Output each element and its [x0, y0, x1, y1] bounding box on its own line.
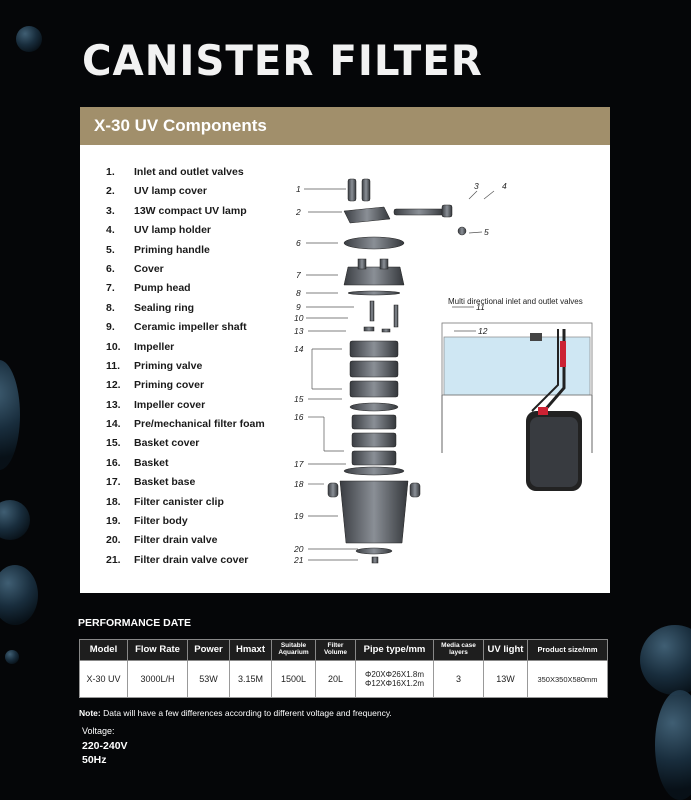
- pipe-spec: Φ12XΦ16X1.2m: [364, 679, 425, 688]
- list-item: 14.Pre/mechanical filter foam: [106, 418, 265, 431]
- callout-label: 9: [296, 302, 301, 312]
- table-cell: 1500L: [271, 660, 316, 698]
- callout-label: 19: [294, 511, 304, 521]
- column-header: Model: [79, 639, 128, 661]
- callout-label: 15: [294, 394, 304, 404]
- table-cell: 53W: [187, 660, 230, 698]
- callout-label: 7: [296, 270, 301, 280]
- performance-title: PERFORMANCE DATE: [78, 617, 191, 629]
- bubble-decoration: [16, 26, 42, 52]
- column-header: Media case layers: [433, 639, 484, 661]
- bubble-decoration: [0, 360, 20, 470]
- list-item: 10.Impeller: [106, 340, 175, 353]
- page-title: CANISTER FILTER: [82, 36, 483, 85]
- performance-table: Model Flow Rate Power Hmaxt Suitable Aqu…: [79, 639, 608, 698]
- frequency-value: 50Hz: [82, 754, 107, 766]
- list-item: 20.Filter drain valve: [106, 534, 218, 547]
- table-cell: 3000L/H: [127, 660, 188, 698]
- table-cell: 13W: [483, 660, 528, 698]
- list-item: 1.Inlet and outlet valves: [106, 166, 244, 178]
- note-label: Note:: [79, 708, 101, 718]
- bubble-decoration: [655, 690, 691, 800]
- list-item: 11.Priming valve: [106, 359, 203, 372]
- callout-label: 20: [294, 544, 304, 554]
- callout-label: 16: [294, 412, 304, 422]
- exploded-view-diagram: 1 2 3 4 5 6 7 8 9 10 11 12 13 14 15 16 1…: [294, 178, 507, 565]
- callout-label: 13: [294, 326, 304, 336]
- bubble-decoration: [5, 650, 19, 664]
- list-item: 19.Filter body: [106, 515, 188, 528]
- list-item: 8.Sealing ring: [106, 301, 195, 314]
- list-item: 2.UV lamp cover: [106, 185, 207, 198]
- callout-label: 3: [474, 181, 479, 191]
- column-header: Filter Volume: [315, 639, 356, 661]
- note: Note: Data will have a few differences a…: [79, 708, 392, 718]
- list-item: 18.Filter canister clip: [106, 495, 224, 508]
- bubble-decoration: [0, 500, 30, 540]
- table-row: X-30 UV 3000L/H 53W 3.15M 1500L 20L Φ20X…: [79, 660, 608, 698]
- column-header: UV light: [483, 639, 528, 661]
- callout-label: 6: [296, 238, 301, 248]
- pipe-spec: Φ20XΦ26X1.8m: [364, 670, 425, 679]
- column-header: Flow Rate: [127, 639, 188, 661]
- note-text: Data will have a few differences accordi…: [100, 708, 392, 718]
- callout-label: 2: [295, 207, 301, 217]
- callout-label: 4: [502, 181, 507, 191]
- callout-label: 12: [478, 326, 488, 336]
- table-cell: 3.15M: [229, 660, 272, 698]
- column-header: Pipe type/mm: [355, 639, 434, 661]
- callout-label: 21: [294, 555, 304, 565]
- table-cell: 20L: [315, 660, 356, 698]
- column-header: Hmaxt: [229, 639, 272, 661]
- installation-illustration: [441, 322, 593, 491]
- column-header: Power: [187, 639, 230, 661]
- list-item: 12.Priming cover: [106, 379, 205, 392]
- callout-label: 1: [296, 184, 301, 194]
- table-cell: 350X350X580mm: [527, 660, 608, 698]
- table-header-row: Model Flow Rate Power Hmaxt Suitable Aqu…: [79, 639, 608, 661]
- list-item: 13.Impeller cover: [106, 398, 206, 411]
- list-item: 9.Ceramic impeller shaft: [106, 321, 247, 334]
- bubble-decoration: [640, 625, 691, 695]
- callout-label: 8: [296, 288, 301, 298]
- list-item: 21.Filter drain valve cover: [106, 553, 249, 566]
- callout-label: 5: [484, 227, 489, 237]
- list-item: 7.Pump head: [106, 282, 191, 295]
- callout-label: 10: [294, 313, 304, 323]
- list-item: 16.Basket: [106, 456, 169, 469]
- voltage-value: 220-240V: [82, 740, 128, 752]
- callout-label: 14: [294, 344, 304, 354]
- bubble-decoration: [0, 565, 38, 625]
- callout-label: 17: [294, 459, 304, 469]
- list-item: 15.Basket cover: [106, 437, 200, 450]
- installation-caption: Multi directional inlet and outlet valve…: [448, 297, 583, 306]
- column-header: Product size/mm: [527, 639, 608, 661]
- table-cell: 3: [433, 660, 484, 698]
- table-cell: Φ20XΦ26X1.8m Φ12XΦ16X1.2m: [355, 660, 434, 698]
- callout-label: 11: [476, 302, 485, 312]
- voltage-label: Voltage:: [82, 726, 115, 736]
- table-cell: X-30 UV: [79, 660, 128, 698]
- list-item: 6.Cover: [106, 262, 164, 275]
- components-list: 1.Inlet and outlet valves 2.UV lamp cove…: [106, 166, 265, 573]
- list-item: 17.Basket base: [106, 476, 196, 489]
- list-item: 3.13W compact UV lamp: [106, 204, 247, 217]
- components-header: X-30 UV Components: [80, 107, 610, 145]
- components-card: X-30 UV Components 1.Inlet and outlet va…: [80, 107, 610, 593]
- list-item: 4.UV lamp holder: [106, 224, 212, 237]
- callout-label: 18: [294, 479, 304, 489]
- column-header: Suitable Aquarium: [271, 639, 316, 661]
- list-item: 5.Priming handle: [106, 243, 210, 256]
